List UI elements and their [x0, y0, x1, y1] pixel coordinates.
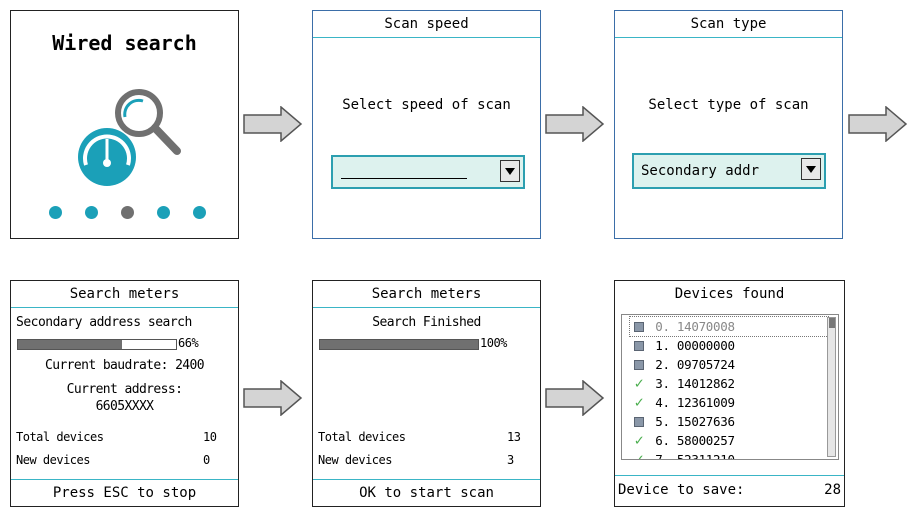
total-devices-value: 13 [507, 430, 521, 444]
search-mode-label: Secondary address search [16, 315, 192, 330]
meter-icon [630, 355, 648, 374]
total-devices-label: Total devices [16, 430, 104, 444]
device-id: 58000257 [676, 433, 735, 448]
search-progress-percent: 66% [178, 336, 199, 350]
stop-hint: Press ESC to stop [11, 479, 238, 506]
chevron-down-icon[interactable] [500, 160, 520, 182]
save-section [615, 475, 844, 509]
wired-search-screen: Wired search [10, 10, 239, 239]
wired-search-title: Wired search [52, 31, 197, 55]
device-to-save-label: Device to save: [618, 482, 745, 498]
search-meters-progress-screen: Search meters Secondary address search 6… [10, 280, 239, 507]
scan-speed-title: Scan speed [313, 11, 540, 38]
device-index: 4. [648, 395, 677, 410]
device-list-item[interactable]: 0. 14070008 [629, 316, 829, 337]
new-devices-value: 0 [203, 453, 210, 467]
device-index: 5. [648, 414, 677, 429]
finished-progress-percent: 100% [480, 336, 507, 350]
scan-type-title: Scan type [615, 11, 842, 38]
baudrate-line: Current baudrate: 2400 [45, 358, 205, 373]
device-id: 09705724 [676, 357, 735, 372]
search-meters-title: Search meters [11, 281, 238, 308]
checkmark-icon: ✓ [634, 374, 644, 392]
arrow-right-icon [545, 106, 605, 142]
type-prompt: Select type of scan [648, 97, 809, 113]
empty-value-line [341, 178, 467, 179]
device-id: 14012862 [676, 376, 735, 391]
devices-listbox[interactable]: 0. 14070008 1. 00000000 2. 09705724✓ 3. … [621, 314, 839, 460]
device-index: 2. [648, 357, 677, 372]
arrow-right-icon [243, 106, 303, 142]
arrow-right-icon [848, 106, 908, 142]
device-id: 12361009 [676, 395, 735, 410]
device-index: 7. [648, 452, 677, 460]
new-devices-label: New devices [318, 453, 392, 467]
current-address-label: Current address: [66, 382, 183, 397]
device-list-item[interactable]: 5. 15027636 [630, 412, 735, 431]
type-dropdown[interactable]: Secondary addr [632, 153, 826, 189]
arrow-right-icon [545, 380, 605, 416]
device-index: 1. [648, 338, 677, 353]
search-meters-title: Search meters [313, 281, 540, 308]
device-id: 14070008 [676, 319, 735, 334]
finished-progress-bar [319, 339, 479, 350]
device-id: 52311210 [676, 452, 735, 460]
device-list-item[interactable]: ✓ 3. 14012862 [630, 374, 735, 393]
dot-5 [193, 206, 206, 219]
speed-prompt: Select speed of scan [342, 97, 511, 113]
pagination-dots [11, 206, 238, 220]
dot-2 [85, 206, 98, 219]
type-selected-value: Secondary addr [641, 163, 760, 179]
total-devices-label: Total devices [318, 430, 406, 444]
device-index: 0. [648, 319, 677, 334]
device-list-item[interactable]: 1. 00000000 [630, 336, 735, 355]
total-devices-value: 10 [203, 430, 217, 444]
dot-4 [157, 206, 170, 219]
arrow-right-icon [243, 380, 303, 416]
meter-icon [630, 412, 648, 431]
new-devices-label: New devices [16, 453, 90, 467]
device-id: 15027636 [676, 414, 735, 429]
dot-1 [49, 206, 62, 219]
speed-dropdown[interactable] [331, 155, 525, 189]
device-list-item[interactable]: ✓ 6. 58000257 [630, 431, 735, 450]
search-progress-bar [17, 339, 177, 350]
scan-type-screen: Scan type Select type of scan Secondary … [614, 10, 843, 239]
dot-3 [121, 206, 134, 219]
current-address-value: 6605XXXX [95, 399, 154, 414]
list-scrollbar[interactable] [827, 317, 836, 457]
start-scan-hint: OK to start scan [313, 479, 540, 506]
device-id: 00000000 [676, 338, 735, 353]
search-gauge-icon [78, 89, 181, 186]
search-status: Search Finished [372, 315, 481, 330]
device-list-item[interactable]: ✓ 7. 52311210 [630, 450, 735, 460]
meter-icon [630, 336, 648, 355]
search-progress-fill [18, 340, 123, 349]
devices-found-screen: Devices found 0. 14070008 1. 00000000 2.… [614, 280, 845, 507]
checkmark-icon: ✓ [634, 450, 644, 460]
device-list-item[interactable]: 2. 09705724 [630, 355, 735, 374]
device-to-save-count: 28 [824, 482, 841, 498]
chevron-down-icon[interactable] [801, 158, 821, 180]
device-index: 6. [648, 433, 677, 448]
finished-progress-fill [320, 340, 478, 349]
search-meters-finished-screen: Search meters Search Finished 100% Total… [312, 280, 541, 507]
new-devices-value: 3 [507, 453, 514, 467]
scan-speed-screen: Scan speed Select speed of scan [312, 10, 541, 239]
devices-found-title: Devices found [674, 286, 785, 302]
checkmark-icon: ✓ [634, 393, 644, 411]
checkmark-icon: ✓ [634, 431, 644, 449]
list-scrollbar-thumb[interactable] [829, 318, 835, 328]
meter-icon [630, 317, 648, 336]
device-list-item[interactable]: ✓ 4. 12361009 [630, 393, 735, 412]
device-index: 3. [648, 376, 677, 391]
